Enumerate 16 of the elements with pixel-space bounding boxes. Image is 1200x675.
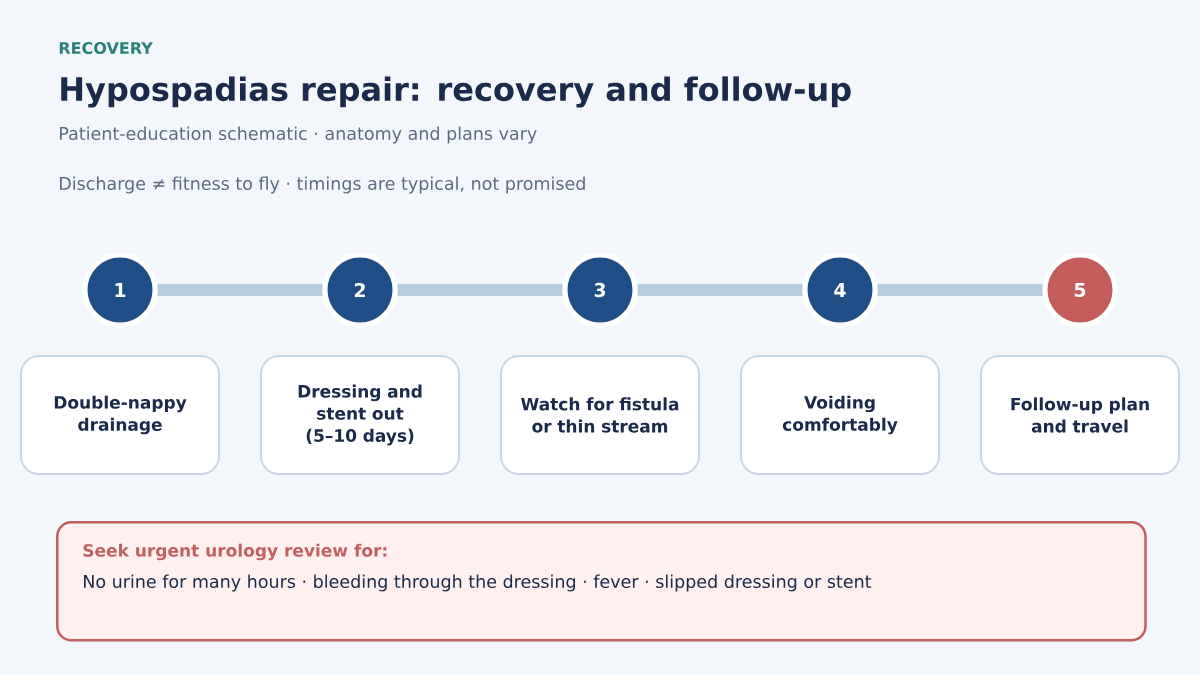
title: Hypospadias repair: recovery and follow-up [61,76,851,108]
step-box: Watch for fistula or thin stream [500,355,701,475]
section-label: RECOVERY [59,41,153,55]
alert-heading: Seek urgent urology review for: [83,543,387,561]
step-box: Double-nappy drainage [20,355,221,475]
connector-bar [397,284,563,296]
connector-bar [637,284,803,296]
step-box: Follow-up plan and travel [980,355,1181,475]
connector-bar [157,284,323,296]
note-text: Discharge ≠ fitness to fly · timings are typical, not promised [60,176,585,194]
subtitle: Patient-education schematic · anatomy and plans vary [60,126,537,144]
alert-box [56,521,1147,642]
step-box: Voiding comfortably [740,355,941,475]
step-box: Dressing and stent out (5–10 days) [260,355,461,475]
connector-bar [877,284,1043,296]
alert-text: No urine for many hours · bleeding through the dressing · fever · slipped dressing or stent [84,574,872,592]
